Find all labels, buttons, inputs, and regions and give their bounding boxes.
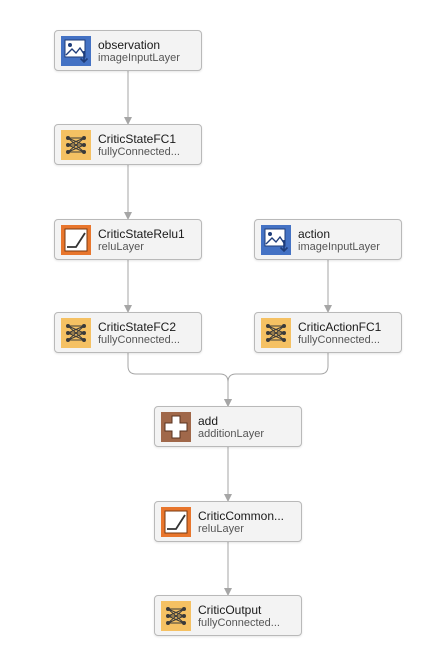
layer-name: CriticActionFC1 [298, 320, 382, 334]
layer-name: observation [98, 38, 161, 52]
edge-criticStateFC2-to-add [127, 353, 232, 407]
layer-node-critic-state-fc2[interactable]: CriticStateFC2 fullyConnected... [54, 312, 202, 353]
layer-name: CriticStateFC1 [98, 132, 177, 146]
layer-node-critic-action-fc1[interactable]: CriticActionFC1 fullyConnected... [254, 312, 402, 353]
layer-node-critic-state-relu1[interactable]: CriticStateRelu1 reluLayer [54, 219, 202, 260]
layer-name: CriticStateFC2 [98, 320, 177, 334]
layer-node-action[interactable]: action imageInputLayer [254, 219, 402, 260]
relu-icon [161, 507, 191, 537]
layer-name: CriticCommon... [198, 509, 285, 523]
layer-name: action [298, 227, 331, 241]
layer-type: fullyConnected... [98, 146, 180, 158]
image-input-icon [61, 36, 91, 66]
layer-type: fullyConnected... [298, 334, 380, 346]
fully-connected-icon [161, 601, 191, 631]
layer-name: CriticStateRelu1 [98, 227, 185, 241]
layer-type: reluLayer [198, 523, 244, 535]
layer-type: imageInputLayer [298, 241, 380, 253]
layer-type: fullyConnected... [198, 617, 280, 629]
layer-node-critic-common-relu[interactable]: CriticCommon... reluLayer [154, 501, 302, 542]
layer-node-add[interactable]: add additionLayer [154, 406, 302, 447]
layer-node-observation[interactable]: observation imageInputLayer [54, 30, 202, 71]
image-input-icon [261, 225, 291, 255]
addition-icon [161, 412, 191, 442]
layer-type: reluLayer [98, 241, 144, 253]
layer-node-critic-state-fc1[interactable]: CriticStateFC1 fullyConnected... [54, 124, 202, 165]
layer-type: imageInputLayer [98, 52, 180, 64]
fully-connected-icon [261, 318, 291, 348]
layer-node-critic-output[interactable]: CriticOutput fullyConnected... [154, 595, 302, 636]
layer-name: add [198, 414, 219, 428]
layer-type: fullyConnected... [98, 334, 180, 346]
layer-type: additionLayer [198, 428, 265, 440]
layer-name: CriticOutput [198, 603, 262, 617]
relu-icon [61, 225, 91, 255]
edge-criticActionFC1-to-add [224, 353, 329, 407]
fully-connected-icon [61, 130, 91, 160]
fully-connected-icon [61, 318, 91, 348]
